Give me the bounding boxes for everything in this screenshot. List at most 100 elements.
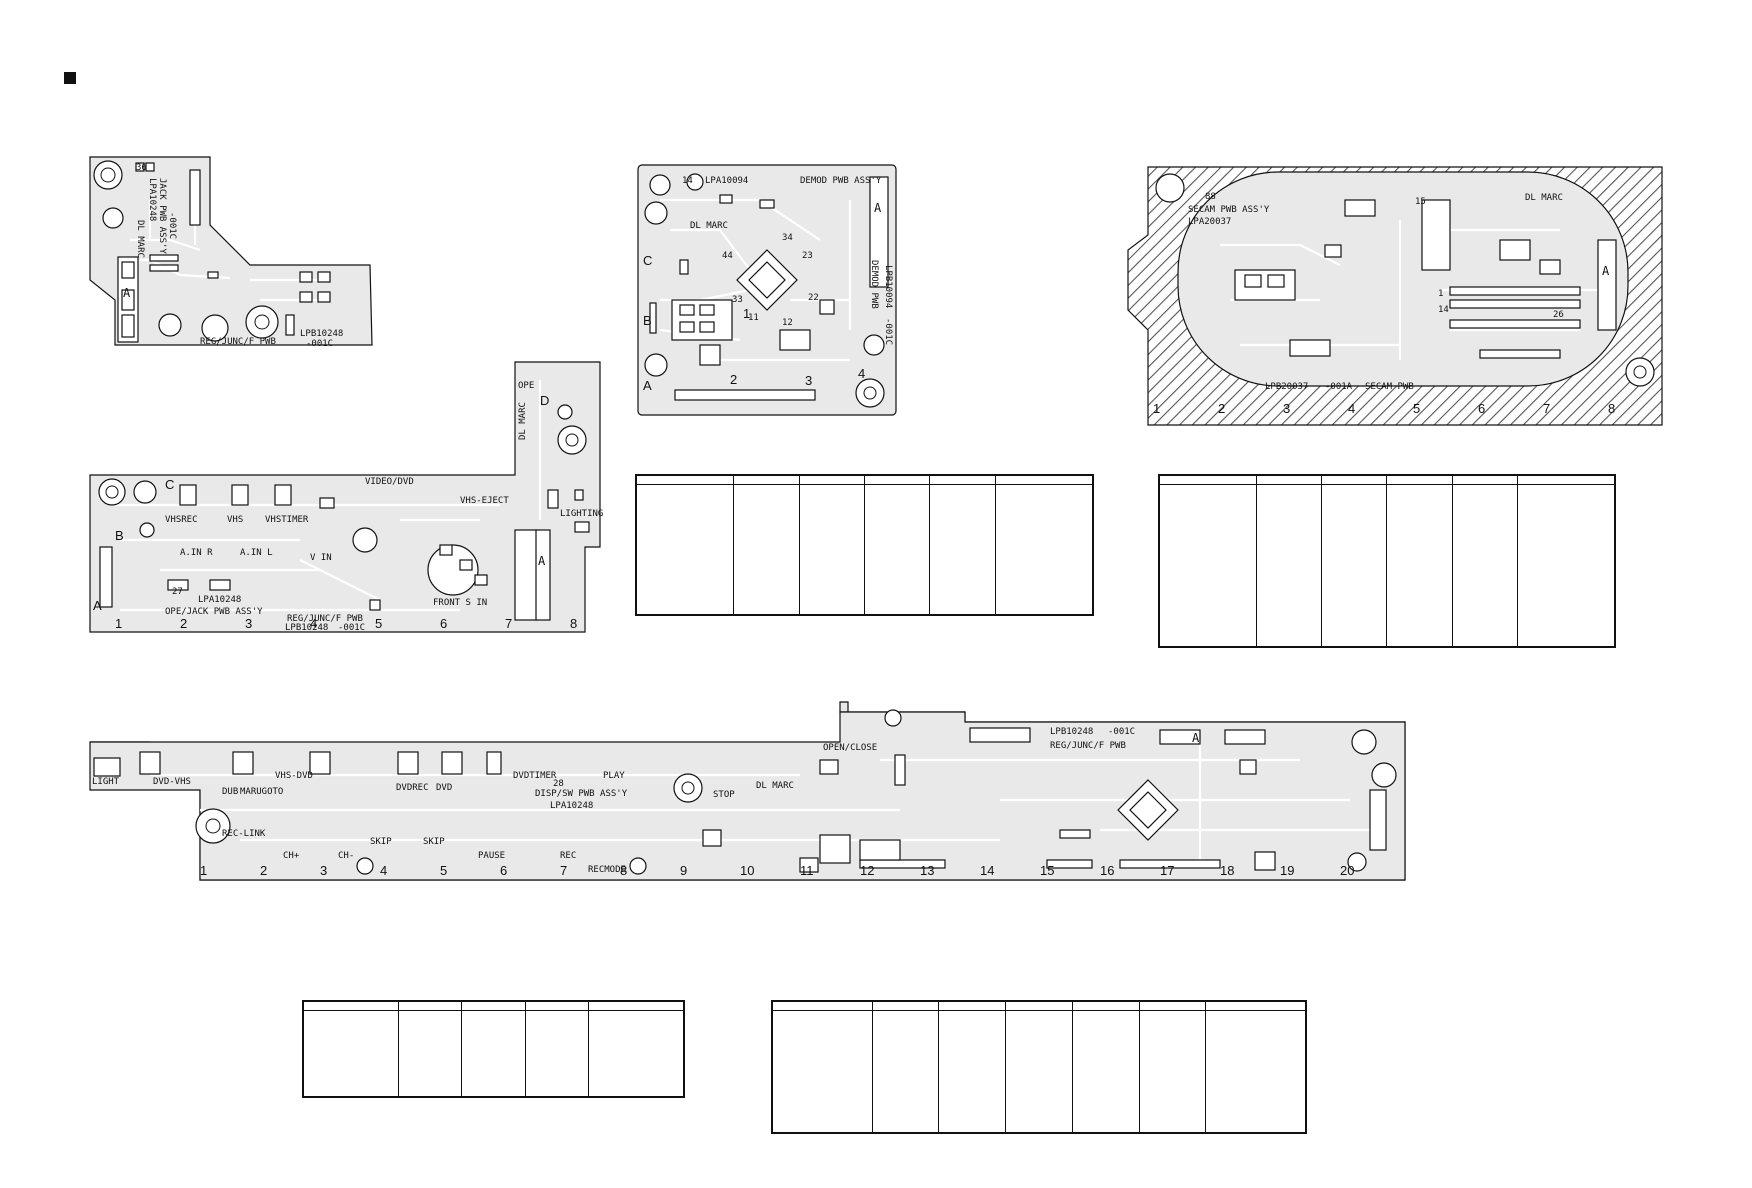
- t4-body-cell: [871, 1010, 939, 1133]
- disp-label-rec: REC: [560, 851, 576, 861]
- demod-col-3: 3: [805, 373, 812, 388]
- secam-col-6: 6: [1478, 401, 1485, 416]
- t1-body-cell: [929, 484, 996, 615]
- parts-table-demod: [635, 474, 1094, 616]
- t4-header-cell: [1205, 1001, 1306, 1011]
- ope-label-vhsrec: VHSREC: [165, 515, 198, 525]
- t4-body-cell: [938, 1010, 1006, 1133]
- t4-body-cell: [772, 1011, 872, 1134]
- secam-col-5: 5: [1413, 401, 1420, 416]
- demod-mark-label: DL MARC: [690, 221, 728, 231]
- disp-label-pause: PAUSE: [478, 851, 505, 861]
- demod-side-dash: -001C: [883, 318, 893, 345]
- secam-footer-pwb: SECAM PWB: [1365, 382, 1414, 392]
- disp-label-recmode: RECMODE: [588, 865, 626, 875]
- parts-table-ope: [302, 1000, 685, 1098]
- demod-row-b: B: [643, 313, 652, 328]
- secam-assy-label: SECAM PWB ASS'Y: [1188, 205, 1270, 215]
- t1-header-cell: [994, 475, 1093, 485]
- parts-table-secam: [1158, 474, 1616, 648]
- t2-header-cell: [1321, 475, 1387, 485]
- ope-col-1: 1: [115, 616, 122, 631]
- disp-lpb-dash: -001C: [1108, 727, 1135, 737]
- t3-header-cell: [524, 1001, 589, 1011]
- disp-label-ch-plus: CH+: [283, 851, 300, 861]
- t4-body-cell: [1071, 1010, 1140, 1133]
- disp-col-15: 15: [1040, 863, 1054, 878]
- disp-col-16: 16: [1100, 863, 1114, 878]
- t2-body-cell: [1321, 484, 1387, 647]
- secam-pwb-board: 88 SECAM PWB ASS'Y LPA20037 DL MARC LPB2…: [1127, 166, 1663, 426]
- disp-label-dvd-vhs: DVD-VHS: [153, 777, 191, 787]
- ope-pwb-label: REG/JUNC/F PWB: [287, 614, 363, 624]
- disp-label-stop: STOP: [713, 790, 735, 800]
- jack-block-code: 36: [136, 163, 147, 173]
- ope-label-ope: OPE: [518, 381, 534, 391]
- ope-label-front-s-in: FRONT S IN: [433, 598, 487, 608]
- jack-dash-label: -001C: [167, 212, 177, 239]
- demod-side-part: LPB10094: [883, 265, 893, 308]
- t2-body-cell: [1451, 484, 1518, 647]
- demod-assy-label: DEMOD PWB ASS'Y: [800, 176, 882, 186]
- disp-col-17: 17: [1160, 863, 1174, 878]
- disp-col-19: 19: [1280, 863, 1294, 878]
- disp-label-vhs-dvd: VHS-DVD: [275, 771, 313, 781]
- t3-header-cell: [588, 1001, 684, 1011]
- secam-connector-label: A: [1602, 264, 1610, 278]
- t1-header-cell: [636, 475, 734, 485]
- t2-header-cell: [1256, 475, 1322, 485]
- disp-col-2: 2: [260, 863, 267, 878]
- ope-lpb-label: LPB10248: [285, 623, 328, 633]
- disp-col-11: 11: [800, 863, 814, 878]
- secam-col-7: 7: [1543, 401, 1550, 416]
- disp-assy-label: DISP/SW PWB ASS'Y: [535, 789, 628, 799]
- t3-header-cell: [461, 1001, 526, 1011]
- t3-body-cell: [303, 1011, 398, 1098]
- t1-body-cell: [733, 484, 800, 615]
- disp-label-skip-a: SKIP: [370, 837, 392, 847]
- ope-assy-label: OPE/JACK PWB ASS'Y: [165, 607, 263, 617]
- secam-pin-14: 14: [1438, 305, 1449, 315]
- jack-connector-label: A: [123, 286, 131, 300]
- disp-col-9: 9: [680, 863, 687, 878]
- t2-body-cell: [1516, 484, 1615, 647]
- t1-header-cell: [733, 475, 800, 485]
- jack-assy-label: JACK PWB ASS'Y: [157, 178, 167, 254]
- t1-header-cell: [863, 475, 930, 485]
- demod-connector-label: A: [874, 201, 882, 215]
- secam-pin-1: 1: [1438, 289, 1443, 299]
- t2-header-cell: [1159, 475, 1257, 485]
- demod-col-2: 2: [730, 372, 737, 387]
- parts-table-disp: [771, 1000, 1307, 1134]
- ope-col-7: 7: [505, 616, 512, 631]
- disp-col-13: 13: [920, 863, 934, 878]
- disp-col-18: 18: [1220, 863, 1234, 878]
- ope-label-vhs: VHS: [227, 515, 243, 525]
- disp-label-light: LIGHT: [92, 777, 120, 787]
- secam-footer-dash: -001A: [1325, 382, 1353, 392]
- demod-pin-4: 4: [858, 366, 865, 381]
- t4-header-cell: [1005, 1001, 1073, 1011]
- ope-row-d: D: [540, 393, 549, 408]
- demod-part-label: LPA10094: [705, 176, 748, 186]
- disp-block-code: 28: [553, 779, 564, 789]
- t1-header-cell: [798, 475, 865, 485]
- t1-body-cell: [994, 484, 1093, 615]
- jack-lpb-label: LPB10248: [300, 329, 343, 339]
- demod-block-code: 14: [682, 176, 693, 186]
- t3-header-cell: [303, 1001, 399, 1011]
- ope-part-label: LPA10248: [198, 595, 241, 605]
- t3-body-cell: [461, 1010, 526, 1097]
- ope-block-code: 27: [172, 587, 183, 597]
- secam-part-label: LPA20037: [1188, 217, 1231, 227]
- demod-row-c: C: [643, 253, 652, 268]
- secam-mark-label: DL MARC: [1525, 193, 1563, 203]
- ope-col-8: 8: [570, 616, 577, 631]
- disp-col-3: 3: [320, 863, 327, 878]
- demod-pin-12: 12: [782, 318, 793, 328]
- ope-label-ain-l: A.IN L: [240, 548, 273, 558]
